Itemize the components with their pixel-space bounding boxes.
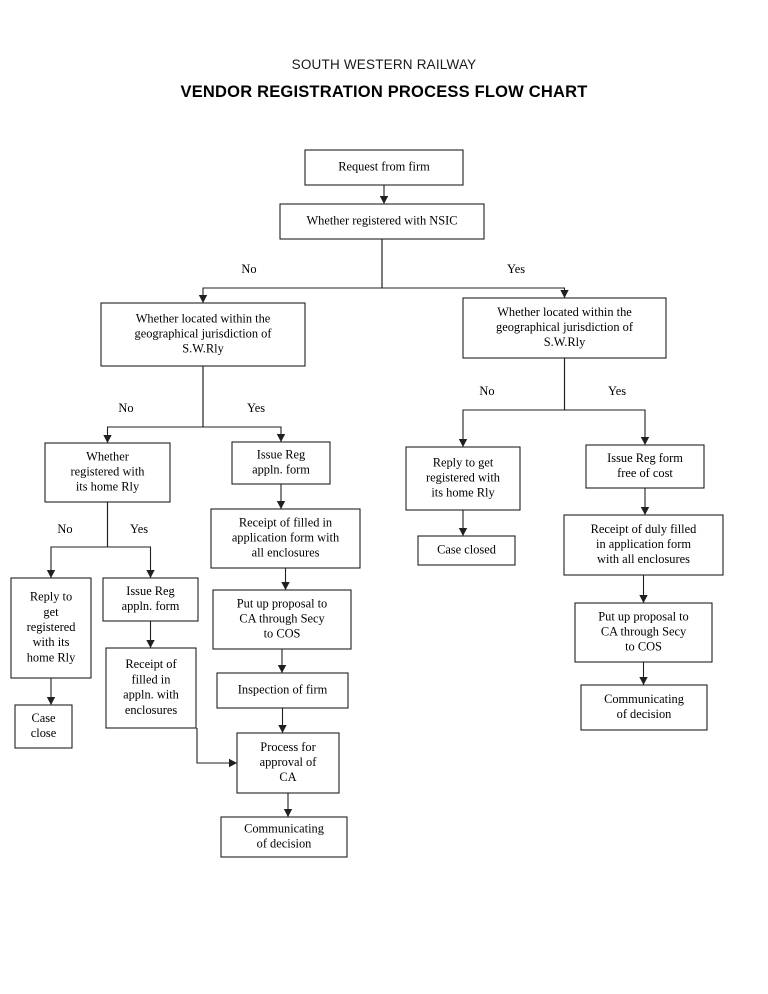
arrow-head-icon — [640, 507, 650, 515]
arrow-head-icon — [458, 528, 468, 536]
arrow-head-icon — [103, 435, 112, 443]
arrow-head-icon — [639, 595, 648, 603]
edge-label: No — [57, 522, 72, 536]
flow-edge — [462, 358, 566, 447]
edge-label: Yes — [608, 384, 626, 398]
edge-label: No — [241, 262, 256, 276]
arrow-head-icon — [229, 758, 237, 768]
page-title: VENDOR REGISTRATION PROCESS FLOW CHART — [180, 83, 588, 101]
flow-edge — [381, 239, 566, 298]
edge-label: Yes — [130, 522, 148, 536]
edge-label: No — [118, 401, 133, 415]
arrow-head-icon — [640, 437, 650, 445]
edge-label: Yes — [247, 401, 265, 415]
arrow-head-icon — [46, 570, 56, 578]
flow-edge — [196, 728, 237, 764]
flow-node: Whether registered with NSIC — [279, 203, 485, 240]
arrow-head-icon — [278, 725, 287, 733]
flow-node: Inspection of firm — [216, 672, 349, 709]
arrow-head-icon — [46, 697, 56, 705]
arrow-head-icon — [560, 290, 569, 298]
flow-node-label: Case closed — [437, 542, 497, 556]
arrow-head-icon — [276, 501, 286, 509]
arrow-head-icon — [639, 677, 648, 685]
arrow-head-icon — [277, 665, 287, 673]
arrow-head-icon — [146, 570, 155, 578]
flow-node: Request from firm — [304, 149, 464, 186]
flow-edge — [563, 358, 646, 445]
edge-label: Yes — [507, 262, 525, 276]
flow-edge — [202, 239, 383, 303]
flow-node-label: Inspection of firm — [238, 682, 328, 696]
flow-node-label: Request from firm — [338, 159, 430, 173]
page-header: SOUTH WESTERN RAILWAY VENDOR REGISTRATIO… — [0, 0, 768, 102]
arrow-head-icon — [198, 295, 208, 303]
arrow-head-icon — [146, 640, 155, 648]
flow-edge — [50, 502, 109, 578]
flow-node: Case closed — [417, 535, 516, 566]
arrow-head-icon — [458, 439, 468, 447]
arrow-head-icon — [379, 196, 389, 204]
arrow-head-icon — [281, 582, 290, 590]
arrow-head-icon — [276, 434, 286, 442]
flow-edge — [202, 366, 282, 442]
flow-edge — [106, 502, 152, 578]
flowchart-edges — [46, 185, 650, 817]
organization-title: SOUTH WESTERN RAILWAY — [291, 57, 477, 72]
arrow-head-icon — [283, 809, 293, 817]
edge-label: No — [479, 384, 494, 398]
flow-node-label: Whether registered with NSIC — [306, 213, 457, 227]
